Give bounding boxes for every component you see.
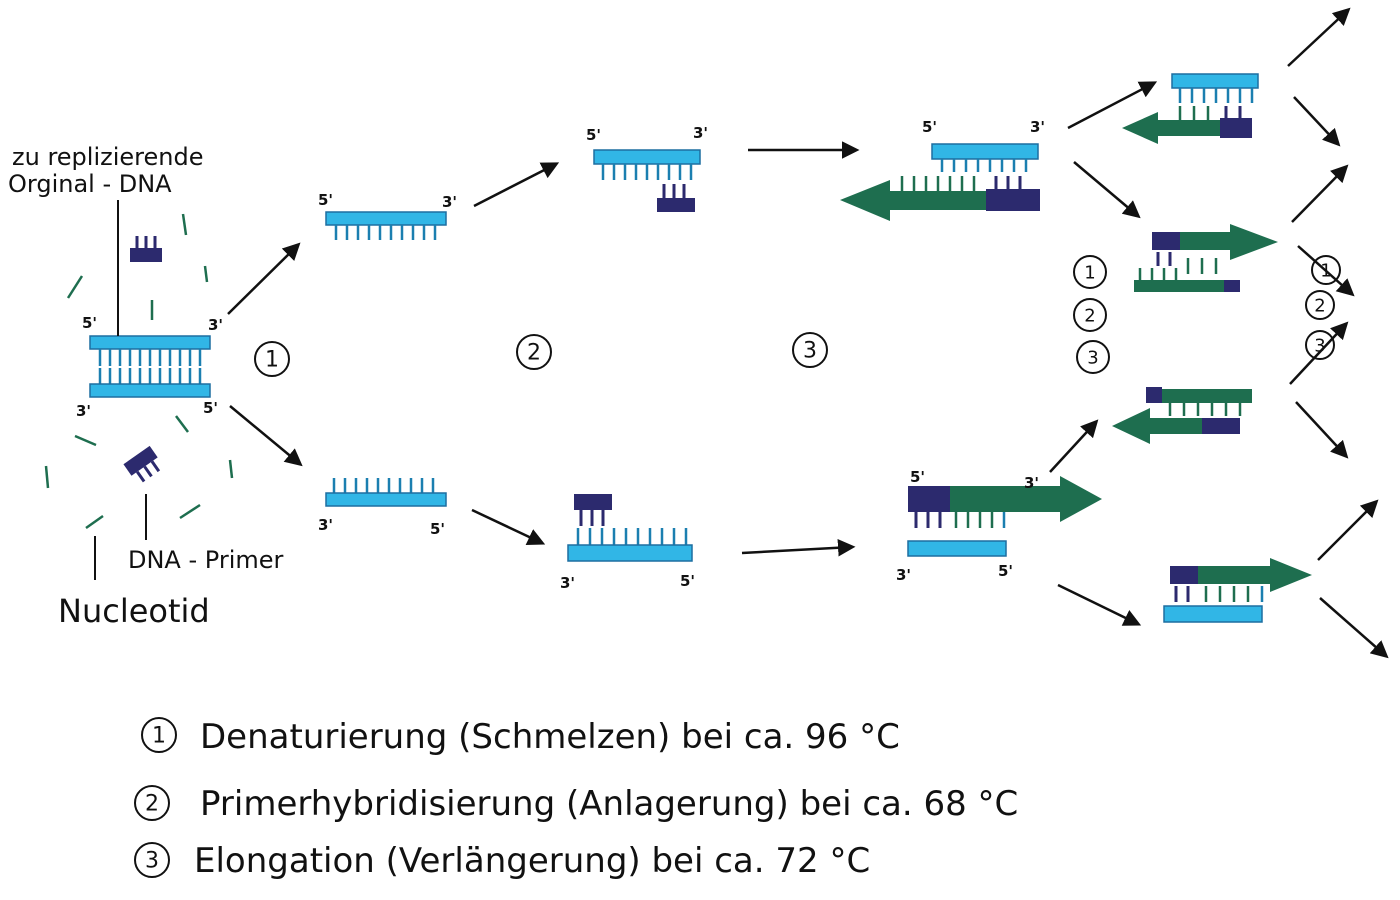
cycle2-product-3: [1112, 387, 1252, 444]
arrow-denature-down: [229, 405, 303, 467]
ann-bottom-5prime: 5': [680, 572, 695, 590]
svg-text:2: 2: [145, 792, 159, 817]
single-strand-bottom: [325, 478, 447, 507]
orig-bottom-5prime: 5': [203, 399, 218, 417]
svg-text:3: 3: [1314, 336, 1325, 357]
svg-text:Elongation (Verlängerung) bei: Elongation (Verlängerung) bei ca. 72 °C: [194, 841, 870, 881]
arrow-denature-up: [227, 242, 301, 315]
elo-bottom-3prime: 3': [1024, 474, 1039, 492]
original-dna: [89, 335, 211, 398]
orig-top-3prime: 3': [208, 316, 223, 334]
svg-text:3: 3: [803, 339, 817, 364]
arrow-anneal-up: [473, 162, 560, 208]
arrow-out-6: [1295, 401, 1349, 459]
free-primer-bottom: [123, 445, 161, 483]
svg-text:2: 2: [527, 341, 541, 366]
step-marker-2: 2: [516, 334, 552, 370]
svg-text:1: 1: [152, 724, 166, 749]
label-dna-primer: DNA - Primer: [128, 546, 284, 574]
arrow-cycle2-b: [1073, 161, 1141, 219]
elongated-top: [840, 143, 1040, 221]
step-marker-1: 1: [254, 341, 290, 377]
label-original-dna-line2: Orginal - DNA: [8, 170, 172, 198]
elo-bottom-5prime: 5': [910, 468, 925, 486]
legend-item-annealing: 2 Primerhybridisierung (Anlagerung) bei …: [134, 784, 1018, 824]
ss-bottom-3prime: 3': [318, 516, 333, 534]
step-column-cycle3: 1 2 3: [1305, 255, 1341, 360]
step-column-cycle2: 1 2 3: [1073, 255, 1110, 374]
svg-text:1: 1: [1084, 263, 1095, 284]
orig-top-5prime: 5': [82, 314, 97, 332]
arrow-out-4: [1297, 245, 1355, 297]
legend-item-elongation: 3 Elongation (Verlängerung) bei ca. 72 °…: [134, 841, 870, 881]
legend-item-denaturation: 1 Denaturierung (Schmelzen) bei ca. 96 °…: [141, 717, 900, 757]
arrow-out-5: [1289, 321, 1349, 385]
annealed-bottom: [567, 494, 693, 562]
ss-top-5prime: 5': [318, 191, 333, 209]
arrow-elongate-down: [741, 539, 856, 557]
ss-top-3prime: 3': [442, 193, 457, 211]
elo-bottom-5prime-b: 5': [998, 562, 1013, 580]
arrow-out-7: [1317, 499, 1379, 561]
arrow-out-1: [1287, 7, 1351, 67]
arrow-out-3: [1291, 164, 1349, 223]
elo-bottom-3prime-b: 3': [896, 566, 911, 584]
cycle2-product-1: [1122, 73, 1259, 144]
cycle2-product-4: [1163, 558, 1312, 623]
label-nucleotide: Nucleotid: [58, 592, 210, 630]
free-nucleotides: [44, 213, 234, 530]
svg-text:1: 1: [265, 348, 279, 373]
arrow-anneal-down: [471, 508, 546, 545]
svg-text:Primerhybridisierung (Anlageru: Primerhybridisierung (Anlagerung) bei ca…: [200, 784, 1018, 824]
svg-text:3: 3: [1087, 348, 1098, 369]
ann-bottom-3prime: 3': [560, 574, 575, 592]
cycle2-product-2: [1134, 224, 1278, 292]
elo-top-3prime: 3': [1030, 118, 1045, 136]
svg-text:2: 2: [1314, 296, 1325, 317]
elo-top-5prime: 5': [922, 118, 937, 136]
svg-text:2: 2: [1084, 306, 1095, 327]
annealed-top: [593, 149, 701, 212]
ann-top-5prime: 5': [586, 126, 601, 144]
legend: 1 Denaturierung (Schmelzen) bei ca. 96 °…: [134, 717, 1018, 881]
label-original-dna-line1: zu replizierende: [12, 143, 203, 171]
orig-bottom-3prime: 3': [76, 402, 91, 420]
svg-text:Denaturierung (Schmelzen) bei: Denaturierung (Schmelzen) bei ca. 96 °C: [200, 717, 900, 757]
step-marker-3: 3: [792, 332, 828, 368]
arrow-cycle2-d: [1057, 583, 1142, 626]
ann-top-3prime: 3': [693, 124, 708, 142]
arrow-cycle2-c: [1049, 419, 1099, 473]
arrow-cycle2-a: [1067, 81, 1158, 130]
arrow-out-2: [1293, 96, 1341, 147]
arrow-out-8: [1319, 597, 1389, 659]
single-strand-top: [325, 211, 447, 240]
svg-text:3: 3: [145, 849, 159, 874]
free-primer-top: [130, 236, 162, 262]
ss-bottom-5prime: 5': [430, 520, 445, 538]
elongated-bottom: [907, 476, 1102, 557]
